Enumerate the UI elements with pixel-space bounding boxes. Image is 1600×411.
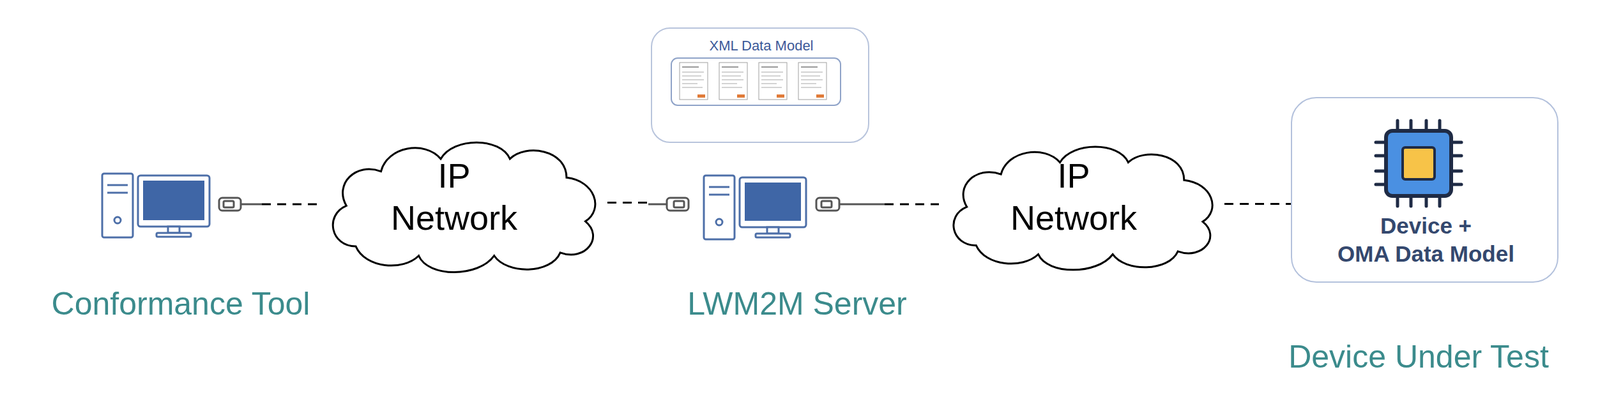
document-thumbnails-part-part xyxy=(682,86,703,89)
node-label: LWM2M Server xyxy=(605,284,989,324)
computer-icon-part xyxy=(143,180,205,221)
computer-node: Conformance Tool xyxy=(95,169,262,240)
chip-icon-part xyxy=(1386,130,1452,197)
document-thumbnails-part-part xyxy=(721,71,744,73)
chip-icon xyxy=(1375,120,1462,207)
network-cloud: IP Network xyxy=(318,127,608,278)
cloud-shape xyxy=(332,142,596,273)
plug-icon xyxy=(219,198,262,211)
computer-icon-part xyxy=(708,194,730,197)
node-text: Device + xyxy=(1292,212,1560,241)
document-thumbnails-part-part xyxy=(761,71,784,73)
document-thumbnails-part-part xyxy=(719,62,748,100)
node-text: IP Network xyxy=(997,154,1151,239)
computer-icon-part xyxy=(716,219,723,226)
document-thumbnails-part-part xyxy=(798,62,827,100)
plug-icon-part xyxy=(821,201,832,208)
computer-icon-part xyxy=(708,186,730,189)
document-thumbnails-part-part xyxy=(682,75,702,77)
computer-icon-part xyxy=(137,175,210,227)
node-text: XML Data Model xyxy=(652,37,871,55)
dashed-link xyxy=(884,203,939,206)
document-thumbnails-part-part xyxy=(761,79,784,81)
document-thumbnails-part-part xyxy=(776,94,785,98)
plug-icon-part xyxy=(666,198,689,211)
document-thumbnails-part-part xyxy=(721,83,738,85)
document-thumbnails-part-part xyxy=(761,66,778,68)
document-thumbnails xyxy=(679,62,827,100)
node-label: Device Under Test xyxy=(1226,337,1600,377)
data-model-box: XML Data Model xyxy=(650,27,870,144)
plug-icon-part xyxy=(673,201,685,208)
document-thumbnails-part-part xyxy=(682,71,704,73)
document-thumbnails-part-part xyxy=(800,79,823,81)
dashed-link xyxy=(261,203,319,206)
document-thumbnails-part-part xyxy=(800,75,821,77)
plug-icon-part xyxy=(839,203,885,206)
document-thumbnails-part xyxy=(758,62,787,100)
computer-icon-part xyxy=(102,173,133,238)
document-thumbnails-part xyxy=(719,62,748,100)
chip-icon-part xyxy=(1375,120,1462,207)
document-thumbnails-part-part xyxy=(761,86,782,89)
dashed-link xyxy=(607,201,649,204)
document-thumbnails-part-part xyxy=(721,66,739,68)
computer-icon-part xyxy=(703,175,735,240)
document-thumbnails-part-part xyxy=(800,86,822,89)
network-cloud: IP Network xyxy=(938,132,1225,276)
document-thumbnails-part-part xyxy=(800,83,817,85)
xml-inner-frame xyxy=(671,58,841,106)
device-box: Device +OMA Data ModelDevice Under Test xyxy=(1290,97,1559,283)
document-thumbnails-part-part xyxy=(758,62,787,100)
node-text: OMA Data Model xyxy=(1292,240,1560,269)
document-thumbnails-part-part xyxy=(682,79,704,81)
node-text: IP Network xyxy=(377,154,531,239)
chip-icon-part xyxy=(1402,147,1435,180)
document-thumbnails-part-part xyxy=(682,66,699,68)
plug-icon xyxy=(648,198,689,211)
document-thumbnails-part-part xyxy=(761,75,781,77)
computer-icon xyxy=(703,175,807,240)
document-thumbnails-part-part xyxy=(800,66,818,68)
plug-icon-part xyxy=(648,203,667,206)
document-thumbnails-part-part xyxy=(761,83,777,85)
computer-icon-part xyxy=(156,233,191,237)
computer-icon-part xyxy=(739,177,807,228)
document-thumbnails-part-part xyxy=(737,94,745,98)
document-thumbnails-part-part xyxy=(682,83,698,85)
computer-icon-part xyxy=(755,233,791,238)
computer-icon xyxy=(102,173,210,238)
xml-inner-frame-part xyxy=(671,58,841,106)
plug-icon xyxy=(816,198,885,211)
document-thumbnails-part-part xyxy=(800,71,823,73)
computer-icon-part xyxy=(744,182,801,221)
computer-icon-part xyxy=(107,184,128,187)
plug-icon-part xyxy=(223,201,234,208)
document-thumbnails-part-part xyxy=(721,79,744,81)
plug-icon-part xyxy=(816,198,840,211)
computer-icon-part xyxy=(114,217,121,224)
document-thumbnails-part-part xyxy=(697,94,706,98)
computer-icon-part xyxy=(107,192,128,195)
computer-node: LWM2M Server xyxy=(648,169,885,240)
cloud-shape xyxy=(953,146,1213,271)
document-thumbnails-part xyxy=(679,62,708,100)
document-thumbnails-part-part xyxy=(679,62,708,100)
plug-icon-part xyxy=(219,198,241,211)
dashed-link xyxy=(1224,203,1291,206)
plug-icon-part xyxy=(240,203,262,206)
node-label: Conformance Tool xyxy=(0,284,373,324)
document-thumbnails-part-part xyxy=(721,86,743,89)
document-thumbnails-part-part xyxy=(721,75,741,77)
document-thumbnails-part xyxy=(798,62,827,100)
document-thumbnails-part-part xyxy=(816,94,824,98)
